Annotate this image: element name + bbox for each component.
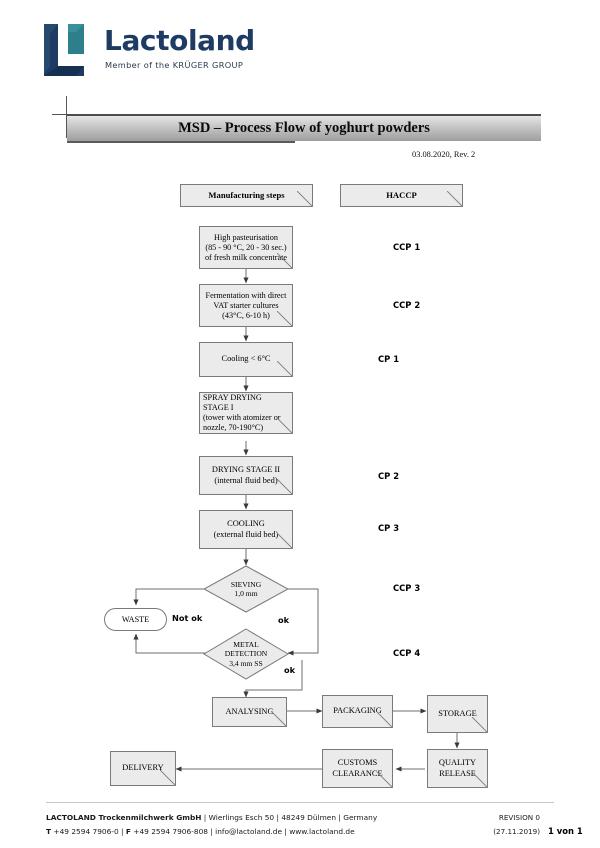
terminal-node-waste: WASTE xyxy=(104,608,170,634)
decision-node-metal-detection-shape xyxy=(203,628,289,680)
decision-node-metal-detection: METAL DETECTION 3,4 mm SS xyxy=(203,628,289,680)
process-node-quality-release-text: QUALITY RELEASE xyxy=(438,758,477,778)
haccp-label-cp-1: CP 1 xyxy=(378,354,400,364)
haccp-label-ccp-1: CCP 1 xyxy=(393,242,421,252)
decision-node-metal-detection-text: METAL DETECTION 3,4 mm SS xyxy=(224,639,268,668)
process-node-delivery: DELIVERY xyxy=(110,751,178,788)
decision-node-sieving-text: SIEVING 1,0 mm xyxy=(230,579,262,598)
footer-phone-prefix: T xyxy=(46,827,52,836)
footer-revision: REVISION 0 xyxy=(498,813,540,822)
process-node-storage: STORAGE xyxy=(427,695,490,735)
document-title-bar: MSD – Process Flow of yoghurt powders xyxy=(67,114,541,141)
footer-divider xyxy=(46,802,554,803)
process-node-spray-drying-stage-1: SPRAY DRYING STAGE I (tower with atomize… xyxy=(199,392,295,436)
process-node-cooling-external: COOLING (external fluid bed) xyxy=(199,510,295,551)
lactoland-l-logo-icon xyxy=(44,24,84,76)
footer-revision-date: (27.11.2019) xyxy=(493,827,540,836)
process-node-cooling-external-text: COOLING (external fluid bed) xyxy=(213,519,279,539)
brand-wordmark: Lactoland xyxy=(104,24,255,57)
process-node-customs-clearance: CUSTOMS CLEARANCE xyxy=(322,749,395,790)
footer-company-name: LACTOLAND Trockenmilchwerk GmbH xyxy=(46,813,202,822)
process-node-spray-drying-stage-1-text: SPRAY DRYING STAGE I (tower with atomize… xyxy=(203,393,281,432)
process-node-packaging-label: PACKAGING xyxy=(333,706,382,716)
footer-fax-prefix: F xyxy=(125,827,131,836)
column-header-manufacturing-label: Manufacturing steps xyxy=(208,190,285,201)
process-node-analysing: ANALYSING xyxy=(212,697,289,729)
decision-node-sieving: SIEVING 1,0 mm xyxy=(203,565,289,613)
footer-company-address: | Wierlings Esch 50 | 48249 Dülmen | Ger… xyxy=(201,813,378,822)
process-node-packaging: PACKAGING xyxy=(322,695,395,730)
haccp-label-ccp-2: CCP 2 xyxy=(393,300,421,310)
column-header-haccp: HACCP xyxy=(340,184,465,209)
page-title: MSD – Process Flow of yoghurt powders xyxy=(178,120,430,136)
process-node-fermentation: Fermentation with direct VAT starter cul… xyxy=(199,284,295,329)
process-node-cooling-6c: Cooling < 6°C xyxy=(199,342,295,379)
footer-company-line: LACTOLAND Trockenmilchwerk GmbH | Wierli… xyxy=(46,813,377,822)
brand-tagline: Member of the KRÜGER GROUP xyxy=(105,60,244,70)
haccp-label-ccp-3: CCP 3 xyxy=(393,583,421,593)
haccp-label-cp-3: CP 3 xyxy=(378,523,400,533)
process-node-analysing-label: ANALYSING xyxy=(225,706,274,716)
process-node-fermentation-text: Fermentation with direct VAT starter cul… xyxy=(205,290,287,320)
document-revision-note: 03.08.2020, Rev. 2 xyxy=(412,150,476,159)
title-underline xyxy=(67,141,295,143)
process-node-storage-label: STORAGE xyxy=(438,708,477,718)
footer-phone-number: +49 2594 7906-0 | xyxy=(51,827,126,836)
process-node-delivery-label: DELIVERY xyxy=(122,763,164,773)
process-node-drying-stage-2: DRYING STAGE II (internal fluid bed) xyxy=(199,456,295,497)
edge-label-not-ok: Not ok xyxy=(172,613,203,623)
process-node-cooling-6c-text: Cooling < 6°C xyxy=(221,354,271,364)
haccp-label-ccp-4: CCP 4 xyxy=(393,648,421,658)
edge-label-ok-sieving: ok xyxy=(278,615,290,625)
column-header-haccp-label: HACCP xyxy=(386,190,417,201)
footer-fax-and-web: +49 2594 7906-808 | info@lactoland.de | … xyxy=(130,827,355,836)
process-node-high-pasteurisation: High pasteurisation (85 - 90 °C, 20 - 30… xyxy=(199,226,295,271)
process-node-high-pasteurisation-text: High pasteurisation (85 - 90 °C, 20 - 30… xyxy=(204,232,288,262)
brand-logo: Lactoland Member of the KRÜGER GROUP xyxy=(42,22,302,84)
haccp-label-cp-2: CP 2 xyxy=(378,471,400,481)
process-node-customs-clearance-text: CUSTOMS CLEARANCE xyxy=(332,758,383,778)
title-vertical-rule xyxy=(66,96,67,138)
terminal-node-waste-label: WASTE xyxy=(121,615,150,624)
process-node-quality-release: QUALITY RELEASE xyxy=(427,749,490,790)
footer-contact-line: T +49 2594 7906-0 | F +49 2594 7906-808 … xyxy=(46,827,355,836)
column-header-manufacturing-steps: Manufacturing steps xyxy=(180,184,315,209)
footer-page-number: 1 von 1 xyxy=(548,826,583,836)
title-horizontal-rule xyxy=(52,114,72,115)
edge-label-ok-metal: ok xyxy=(284,665,296,675)
decision-node-sieving-shape xyxy=(203,565,289,613)
process-node-drying-stage-2-text: DRYING STAGE II (internal fluid bed) xyxy=(211,465,281,485)
